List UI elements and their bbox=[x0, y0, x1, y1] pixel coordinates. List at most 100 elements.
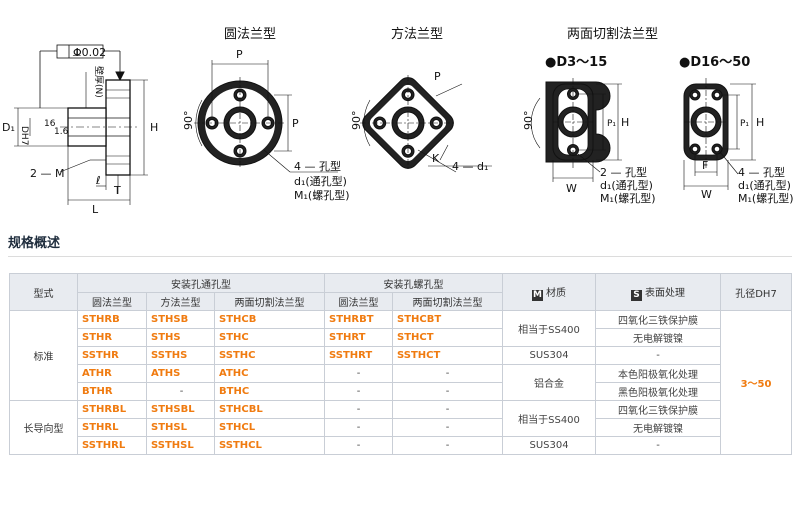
part-code-link[interactable]: STHSBL bbox=[146, 400, 215, 419]
empty-cell: - bbox=[324, 418, 394, 437]
l-small-label: ℓ bbox=[95, 174, 101, 187]
part-code-link[interactable]: SSTHCT bbox=[392, 346, 504, 365]
two-cut-note-screw: M₁(螺孔型) bbox=[600, 191, 655, 205]
part-code-link[interactable]: STHRBT bbox=[324, 310, 394, 329]
header-twocut: 两面切割法兰型 bbox=[213, 292, 326, 311]
two-cut-large-w-label: W bbox=[701, 188, 712, 201]
part-code-link[interactable]: SSTHRL bbox=[77, 436, 147, 455]
surface-cell: 无电解镀镍 bbox=[595, 418, 722, 437]
part-code-link[interactable]: SSTHC bbox=[213, 346, 326, 365]
header-screw-group: 安装孔螺孔型 bbox=[324, 273, 504, 293]
empty-cell: - bbox=[324, 400, 394, 419]
side-view-drawing bbox=[14, 44, 148, 205]
material-badge-icon: M bbox=[532, 289, 544, 301]
material-cell: 相当于SS400 bbox=[502, 310, 597, 347]
empty-cell: - bbox=[392, 364, 504, 383]
material-cell: SUS304 bbox=[502, 346, 597, 365]
two-cut-large-note-holes: 4 — 孔型 bbox=[738, 165, 785, 179]
part-code-link[interactable]: STHSL bbox=[146, 418, 215, 437]
header-bore: 孔径DH7 bbox=[720, 273, 793, 311]
two-cut-h-label: H bbox=[621, 116, 629, 129]
material-cell: 铝合金 bbox=[502, 364, 597, 401]
technical-drawings: ⊥ Φ0.02 壁厚(N) D₁ DH7 16 1.6 H 2 — M ℓ T … bbox=[2, 26, 793, 216]
two-cut-note-holes: 2 — 孔型 bbox=[600, 165, 647, 179]
part-code-link[interactable]: STHCL bbox=[213, 418, 326, 437]
two-cut-large-f-label: F bbox=[702, 159, 708, 172]
round-angle-label: 90° bbox=[182, 111, 195, 131]
surface-cell: 四氧化三铁保护膜 bbox=[595, 310, 722, 329]
part-code-link[interactable]: ATHC bbox=[213, 364, 326, 383]
part-code-link[interactable]: STHS bbox=[146, 328, 215, 347]
part-code-link[interactable]: STHCBT bbox=[392, 310, 504, 329]
round-note-through: d₁(通孔型) bbox=[294, 174, 347, 188]
two-cut-note-through: d₁(通孔型) bbox=[600, 178, 653, 192]
table-row: 标准 STHRB STHSB STHCB STHRBT STHCBT 相当于SS… bbox=[9, 310, 793, 455]
header-round: 圆法兰型 bbox=[77, 292, 147, 311]
part-code-link[interactable]: ATHR bbox=[77, 364, 147, 383]
d1-label: D₁ bbox=[2, 121, 15, 134]
round-p-top-label: P bbox=[236, 48, 243, 61]
table-row: SSTHR SSTHS SSTHC SSTHRT SSTHCT SUS304 - bbox=[10, 346, 792, 365]
part-code-link[interactable]: STHRL bbox=[77, 418, 147, 437]
part-code-link[interactable]: SSTHCL bbox=[213, 436, 326, 455]
roughness-label: 1.6 bbox=[54, 127, 69, 137]
material-cell: 相当于SS400 bbox=[502, 400, 597, 437]
part-code-link[interactable]: STHR bbox=[77, 328, 147, 347]
part-code-link[interactable]: STHSB bbox=[146, 310, 215, 329]
empty-cell: - bbox=[392, 382, 504, 401]
bore-range-cell: 3～50 bbox=[720, 310, 793, 455]
table-row: BTHR - BTHC - - 黑色阳极氧化处理 bbox=[10, 382, 792, 401]
section-title: 规格概述 bbox=[8, 236, 61, 251]
part-code-link[interactable]: STHCBL bbox=[213, 400, 326, 419]
part-code-link[interactable]: STHRB bbox=[77, 310, 147, 329]
section-divider bbox=[8, 256, 792, 257]
h-dimension-label: H bbox=[150, 121, 158, 134]
round-p-right-label: P bbox=[292, 117, 299, 130]
header-twocut-screw: 两面切割法兰型 bbox=[392, 292, 504, 311]
chamfer-label: 16 bbox=[44, 119, 56, 129]
surface-cell: 本色阳极氧化处理 bbox=[595, 364, 722, 383]
square-flange-title: 方法兰型 bbox=[391, 26, 443, 42]
part-code-link[interactable]: STHCT bbox=[392, 328, 504, 347]
square-k-label: K bbox=[432, 152, 440, 165]
header-type: 型式 bbox=[9, 273, 78, 311]
header-square: 方法兰型 bbox=[146, 292, 215, 311]
part-code-link[interactable]: STHRT bbox=[324, 328, 394, 347]
surface-cell: 黑色阳极氧化处理 bbox=[595, 382, 722, 401]
round-note-screw: M₁(螺孔型) bbox=[294, 188, 349, 202]
empty-cell: - bbox=[392, 400, 504, 419]
l-dimension-label: L bbox=[92, 203, 99, 216]
surface-cell: 四氧化三铁保护膜 bbox=[595, 400, 722, 419]
two-cut-large-h-label: H bbox=[756, 116, 764, 129]
table-row: STHR STHS STHC STHRT STHCT 无电解镀镍 bbox=[10, 328, 792, 347]
part-code-link[interactable]: SSTHR bbox=[77, 346, 147, 365]
part-code-link[interactable]: SSTHRT bbox=[324, 346, 394, 365]
square-p-label: P bbox=[434, 70, 441, 83]
two-cut-large-drawing bbox=[683, 78, 756, 190]
round-flange-title: 圆法兰型 bbox=[224, 27, 276, 42]
part-code-link[interactable]: BTHR bbox=[77, 382, 147, 401]
empty-cell: - bbox=[324, 364, 394, 383]
two-cut-flange-title: 两面切割法兰型 bbox=[567, 26, 658, 42]
two-cut-large-note-through: d₁(通孔型) bbox=[738, 178, 791, 192]
t-dimension-label: T bbox=[113, 184, 121, 197]
part-code-link[interactable]: SSTHS bbox=[146, 346, 215, 365]
part-code-link[interactable]: STHRBL bbox=[77, 400, 147, 419]
part-code-link[interactable]: SSTHSL bbox=[146, 436, 215, 455]
part-code-link[interactable]: STHC bbox=[213, 328, 326, 347]
part-code-link: - bbox=[146, 382, 215, 401]
surface-cell: 无电解镀镍 bbox=[595, 328, 722, 347]
round-note-holes: 4 — 孔型 bbox=[294, 159, 341, 173]
surface-badge-icon: S bbox=[631, 289, 643, 301]
empty-cell: - bbox=[392, 418, 504, 437]
category-standard: 标准 bbox=[9, 310, 78, 401]
part-code-link[interactable]: ATHS bbox=[146, 364, 215, 383]
empty-cell: - bbox=[324, 382, 394, 401]
part-code-link[interactable]: STHCB bbox=[213, 310, 326, 329]
round-flange-drawing bbox=[194, 60, 338, 173]
square-flange-drawing bbox=[360, 75, 492, 173]
part-code-link[interactable]: BTHC bbox=[213, 382, 326, 401]
square-note-holes: 4 — d₁ bbox=[452, 160, 488, 173]
